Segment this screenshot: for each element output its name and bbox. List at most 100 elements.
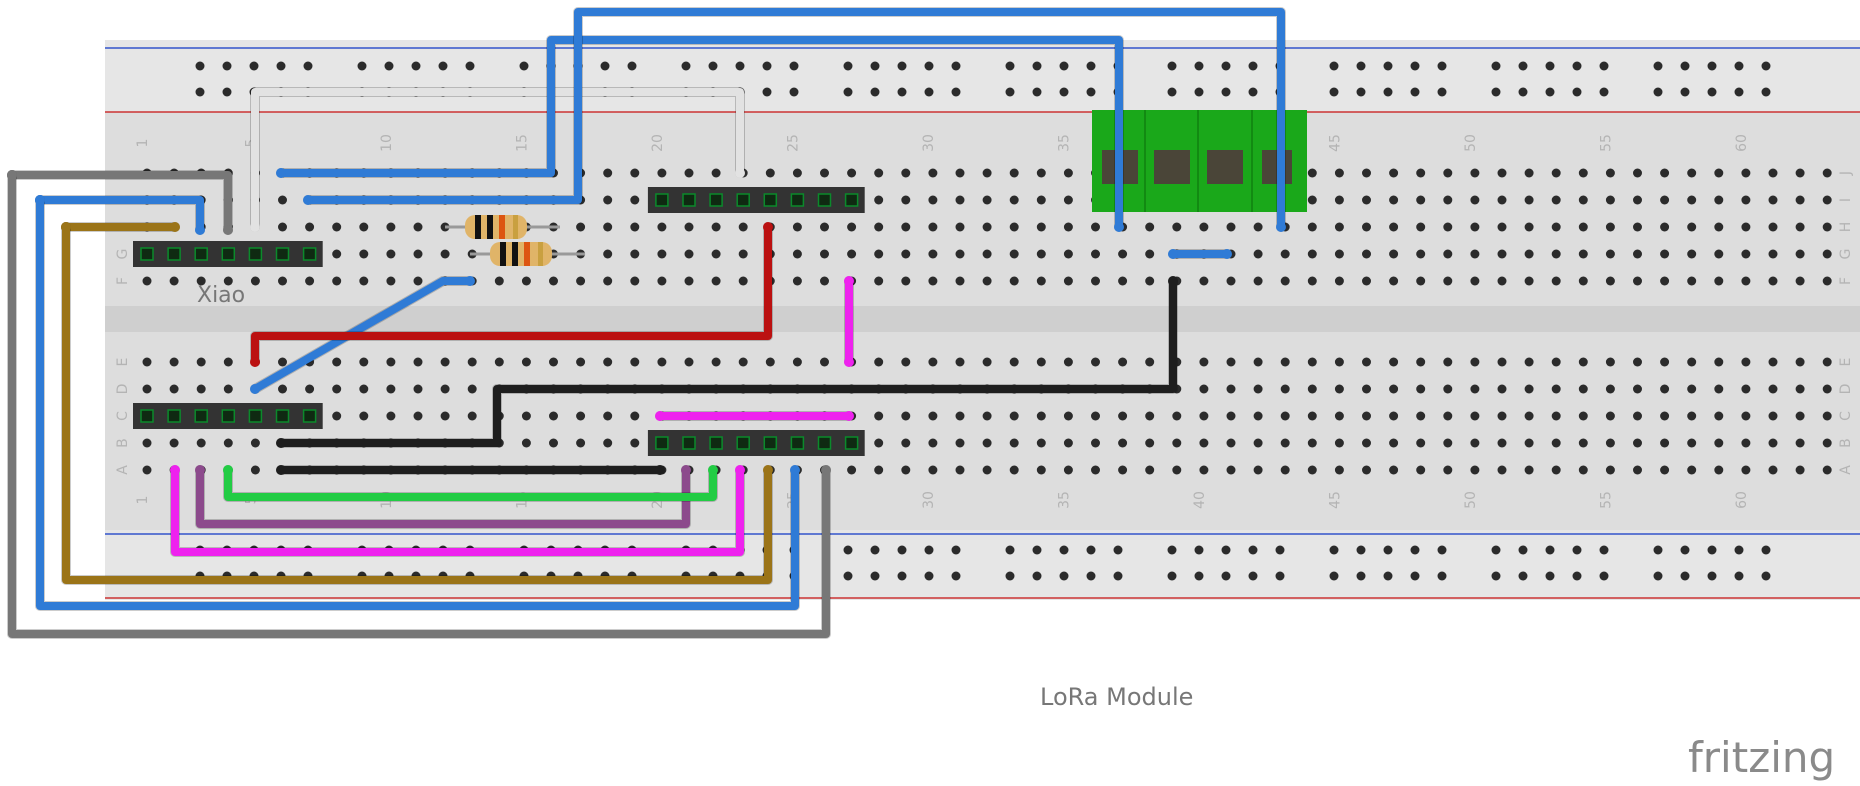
wire-gray-loop[interactable]: [8, 171, 830, 638]
hole[interactable]: [1334, 168, 1344, 178]
hole[interactable]: [1145, 438, 1155, 448]
hole[interactable]: [1091, 249, 1100, 259]
hole[interactable]: [1660, 438, 1670, 448]
hole[interactable]: [1389, 222, 1399, 232]
hole[interactable]: [169, 276, 179, 286]
rail-hole[interactable]: [1329, 61, 1339, 71]
wire-blue-lora-1[interactable]: [277, 36, 1123, 231]
hole[interactable]: [1416, 384, 1426, 394]
rail-hole[interactable]: [1572, 87, 1582, 97]
hole[interactable]: [1226, 465, 1236, 475]
hole[interactable]: [332, 222, 342, 232]
hole[interactable]: [738, 276, 748, 286]
rail-hole[interactable]: [1761, 61, 1771, 71]
hole[interactable]: [874, 438, 884, 448]
hole[interactable]: [1551, 357, 1561, 367]
hole[interactable]: [278, 357, 287, 367]
hole[interactable]: [1687, 249, 1697, 259]
hole[interactable]: [1036, 411, 1046, 421]
hole[interactable]: [1118, 357, 1128, 367]
hole[interactable]: [1768, 222, 1778, 232]
hole[interactable]: [1036, 465, 1046, 475]
rail-hole[interactable]: [1356, 545, 1366, 555]
hole[interactable]: [1470, 222, 1480, 232]
hole[interactable]: [1443, 276, 1453, 286]
hole[interactable]: [1605, 411, 1615, 421]
hole[interactable]: [1714, 222, 1724, 232]
hole[interactable]: [521, 411, 531, 421]
hole[interactable]: [1334, 249, 1344, 259]
rail-hole[interactable]: [951, 87, 961, 97]
hole[interactable]: [1362, 276, 1371, 286]
rail-hole[interactable]: [1734, 61, 1744, 71]
hole[interactable]: [1524, 384, 1534, 394]
hole[interactable]: [1307, 168, 1317, 178]
hole[interactable]: [1091, 411, 1100, 421]
rail-hole[interactable]: [222, 87, 232, 97]
hole[interactable]: [955, 465, 965, 475]
hole[interactable]: [1091, 222, 1100, 232]
hole[interactable]: [982, 195, 992, 205]
hole[interactable]: [1009, 195, 1019, 205]
hole[interactable]: [1362, 168, 1371, 178]
hole[interactable]: [1253, 222, 1263, 232]
hole[interactable]: [1443, 249, 1453, 259]
hole[interactable]: [1768, 384, 1778, 394]
hole[interactable]: [1551, 222, 1561, 232]
rail-hole[interactable]: [681, 61, 691, 71]
hole[interactable]: [1660, 465, 1670, 475]
hole[interactable]: [1443, 465, 1453, 475]
hole[interactable]: [1280, 357, 1290, 367]
rail-hole[interactable]: [789, 61, 799, 71]
hole[interactable]: [1633, 465, 1642, 475]
hole[interactable]: [874, 195, 884, 205]
hole[interactable]: [1687, 465, 1697, 475]
hole[interactable]: [1009, 438, 1019, 448]
hole[interactable]: [196, 438, 206, 448]
hole[interactable]: [467, 384, 477, 394]
hole[interactable]: [1497, 276, 1507, 286]
hole[interactable]: [1741, 411, 1751, 421]
hole[interactable]: [1389, 195, 1399, 205]
hole[interactable]: [711, 276, 721, 286]
hole[interactable]: [1145, 465, 1155, 475]
hole[interactable]: [1633, 438, 1642, 448]
hole[interactable]: [1633, 411, 1642, 421]
rail-hole[interactable]: [1545, 61, 1555, 71]
hole[interactable]: [1633, 384, 1642, 394]
hole[interactable]: [413, 357, 423, 367]
hole[interactable]: [1362, 195, 1371, 205]
hole[interactable]: [1362, 222, 1371, 232]
hole[interactable]: [169, 384, 179, 394]
hole[interactable]: [928, 249, 938, 259]
hole[interactable]: [901, 411, 911, 421]
hole[interactable]: [603, 357, 613, 367]
hole[interactable]: [1633, 249, 1642, 259]
hole[interactable]: [1822, 195, 1832, 205]
hole[interactable]: [1199, 411, 1209, 421]
hole[interactable]: [1172, 465, 1182, 475]
hole[interactable]: [386, 411, 396, 421]
rail-hole[interactable]: [1437, 545, 1447, 555]
wire-magenta-bottom[interactable]: [171, 466, 744, 556]
hole[interactable]: [1578, 411, 1588, 421]
hole[interactable]: [467, 411, 477, 421]
hole[interactable]: [1524, 438, 1534, 448]
hole[interactable]: [1470, 438, 1480, 448]
hole[interactable]: [1416, 222, 1426, 232]
hole[interactable]: [1497, 465, 1507, 475]
hole[interactable]: [982, 411, 992, 421]
hole[interactable]: [278, 276, 287, 286]
hole[interactable]: [576, 438, 586, 448]
hole[interactable]: [386, 384, 396, 394]
rail-hole[interactable]: [1194, 571, 1204, 581]
hole[interactable]: [1497, 249, 1507, 259]
rail-hole[interactable]: [870, 61, 880, 71]
hole[interactable]: [874, 276, 884, 286]
hole[interactable]: [223, 357, 233, 367]
rail-hole[interactable]: [1059, 87, 1069, 97]
hole[interactable]: [1524, 357, 1534, 367]
hole[interactable]: [820, 249, 829, 259]
hole[interactable]: [1036, 222, 1046, 232]
hole[interactable]: [1687, 222, 1697, 232]
